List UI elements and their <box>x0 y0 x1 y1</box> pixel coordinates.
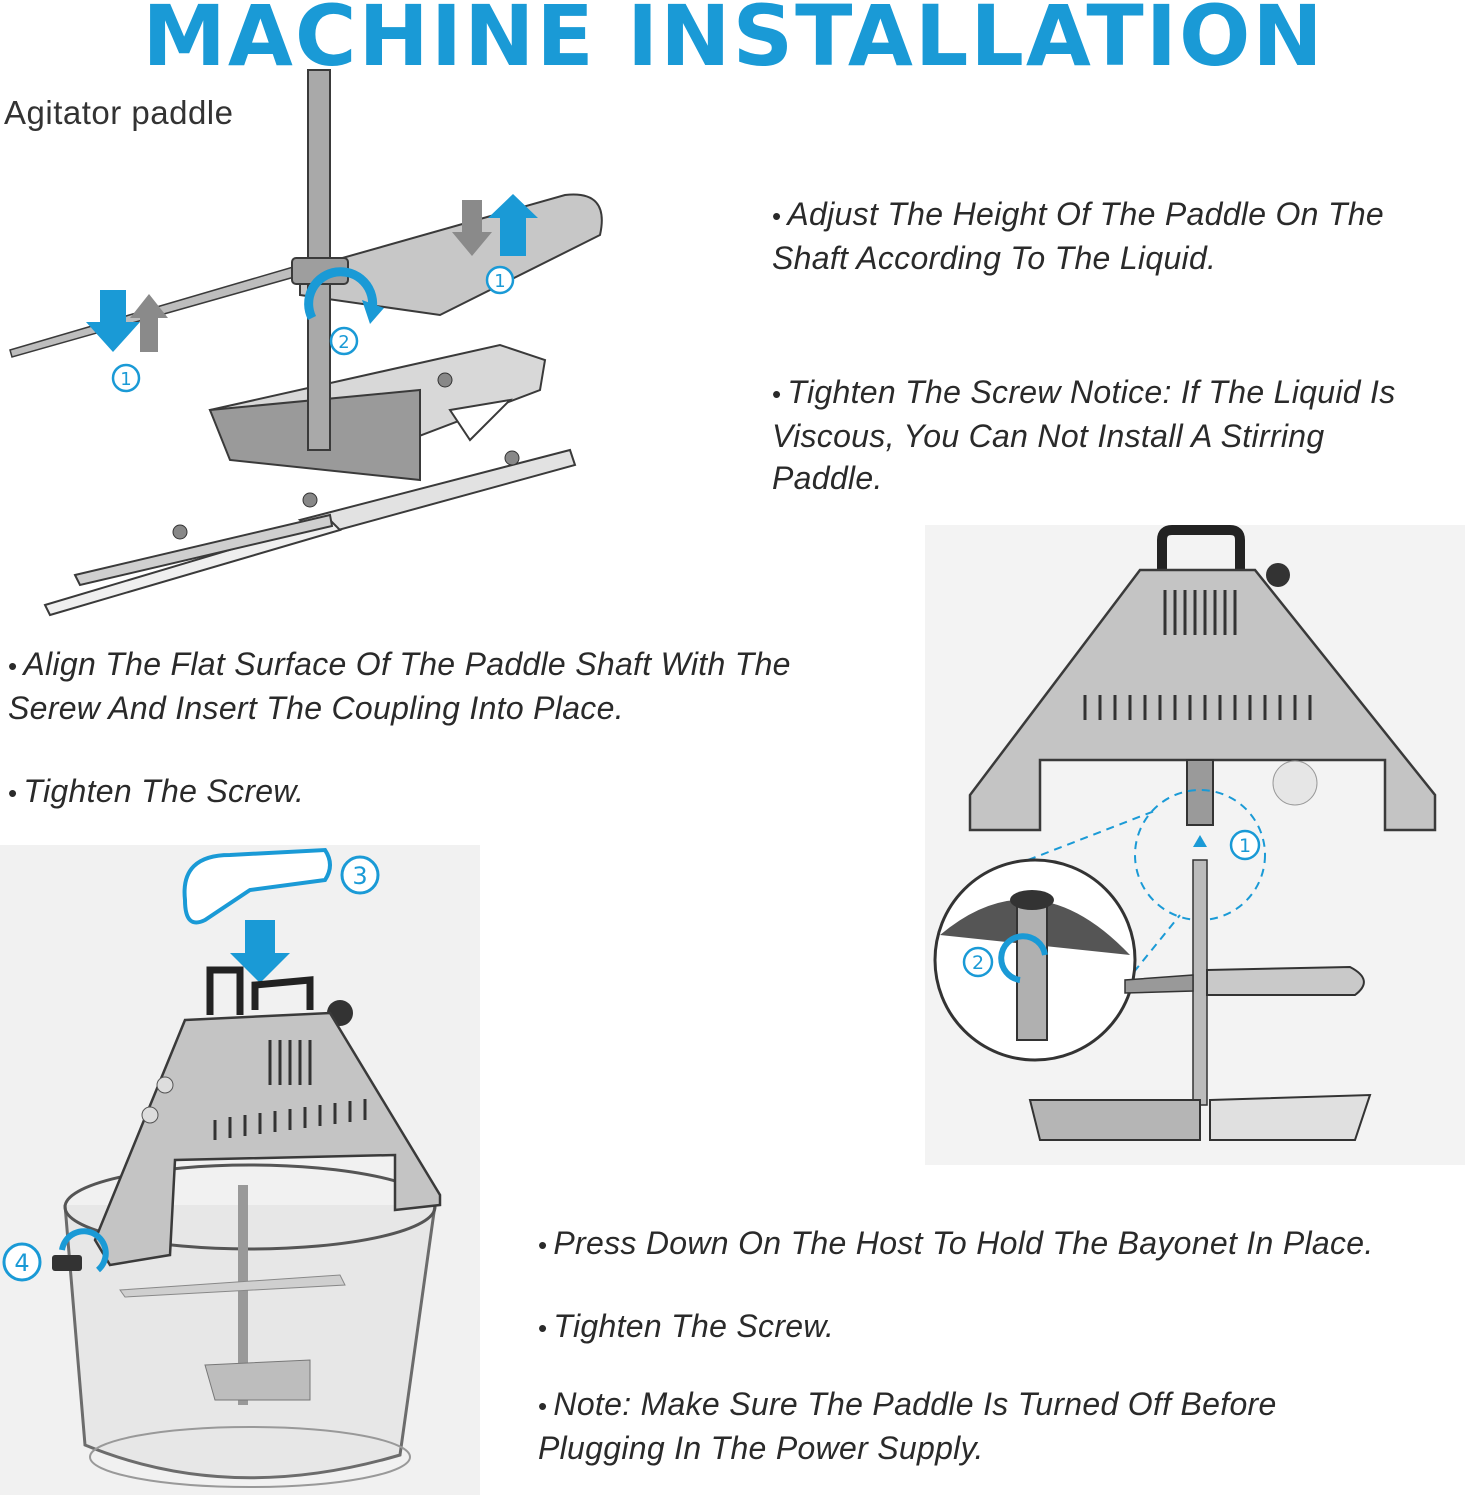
pot-mounting-illustration: 3 4 <box>0 845 480 1495</box>
instruction-press-host: •Press Down On The Host To Hold The Bayo… <box>538 1225 1374 1261</box>
agitator-paddle-label: Agitator paddle <box>4 94 234 131</box>
bottom-bar-2 <box>73 513 334 587</box>
callout-2-icon: 2 <box>962 946 994 978</box>
up-arrow-icon <box>488 194 538 256</box>
paddle-shaft <box>238 1185 248 1405</box>
coupling <box>1186 759 1214 826</box>
base-plate <box>1028 1099 1201 1141</box>
paddle-shaft <box>1192 859 1208 1106</box>
callout-3-icon: 3 <box>340 855 380 895</box>
instruction-adjust-height: •Adjust The Height Of The Paddle On The … <box>772 196 1385 276</box>
callout-1-icon: 1 <box>1229 829 1261 861</box>
svg-text:1: 1 <box>1239 835 1251 857</box>
svg-text:4: 4 <box>14 1249 29 1277</box>
instruction-tighten-screw-1: •Tighten The Screw. <box>8 773 305 809</box>
svg-text:3: 3 <box>352 862 367 890</box>
callout-2-icon: 2 <box>329 326 359 356</box>
callout-1-icon: 1 <box>485 265 515 295</box>
page-title: MACHINE INSTALLATION <box>142 0 1325 85</box>
instruction-power-note: •Note: Make Sure The Paddle Is Turned Of… <box>538 1386 1277 1466</box>
hand-icon <box>182 847 332 925</box>
coupling-illustration: 1 2 <box>925 525 1465 1165</box>
rotate-arrow-icon <box>998 933 1048 983</box>
agitator-paddle-illustration: 1 2 1 <box>9 69 603 617</box>
down-arrow-icon <box>230 920 290 983</box>
svg-text:1: 1 <box>120 369 131 390</box>
down-arrow-icon <box>452 200 492 256</box>
callout-1-icon: 1 <box>111 363 141 393</box>
callout-4-icon: 4 <box>2 1242 42 1282</box>
svg-text:1: 1 <box>494 271 505 292</box>
instruction-tighten-notice: •Tighten The Screw Notice: If The Liquid… <box>772 374 1396 496</box>
knob <box>1266 563 1290 587</box>
rotate-arrow-icon <box>304 267 378 321</box>
rotate-arrow-icon <box>59 1228 109 1273</box>
paddle-blade <box>299 193 603 317</box>
handle <box>1157 525 1245 575</box>
svg-text:2: 2 <box>338 332 349 353</box>
down-arrow-icon <box>86 290 140 352</box>
up-arrow-icon <box>130 294 168 352</box>
instruction-align-shaft: •Align The Flat Surface Of The Paddle Sh… <box>8 646 791 726</box>
vent-slots <box>1083 590 1312 720</box>
svg-text:2: 2 <box>972 952 984 974</box>
motor-housing <box>968 568 1437 832</box>
pot <box>63 1204 437 1480</box>
instruction-tighten-screw-2: •Tighten The Screw. <box>538 1308 835 1344</box>
paddle-blade <box>1206 965 1365 996</box>
triangle-cutout <box>448 398 513 442</box>
